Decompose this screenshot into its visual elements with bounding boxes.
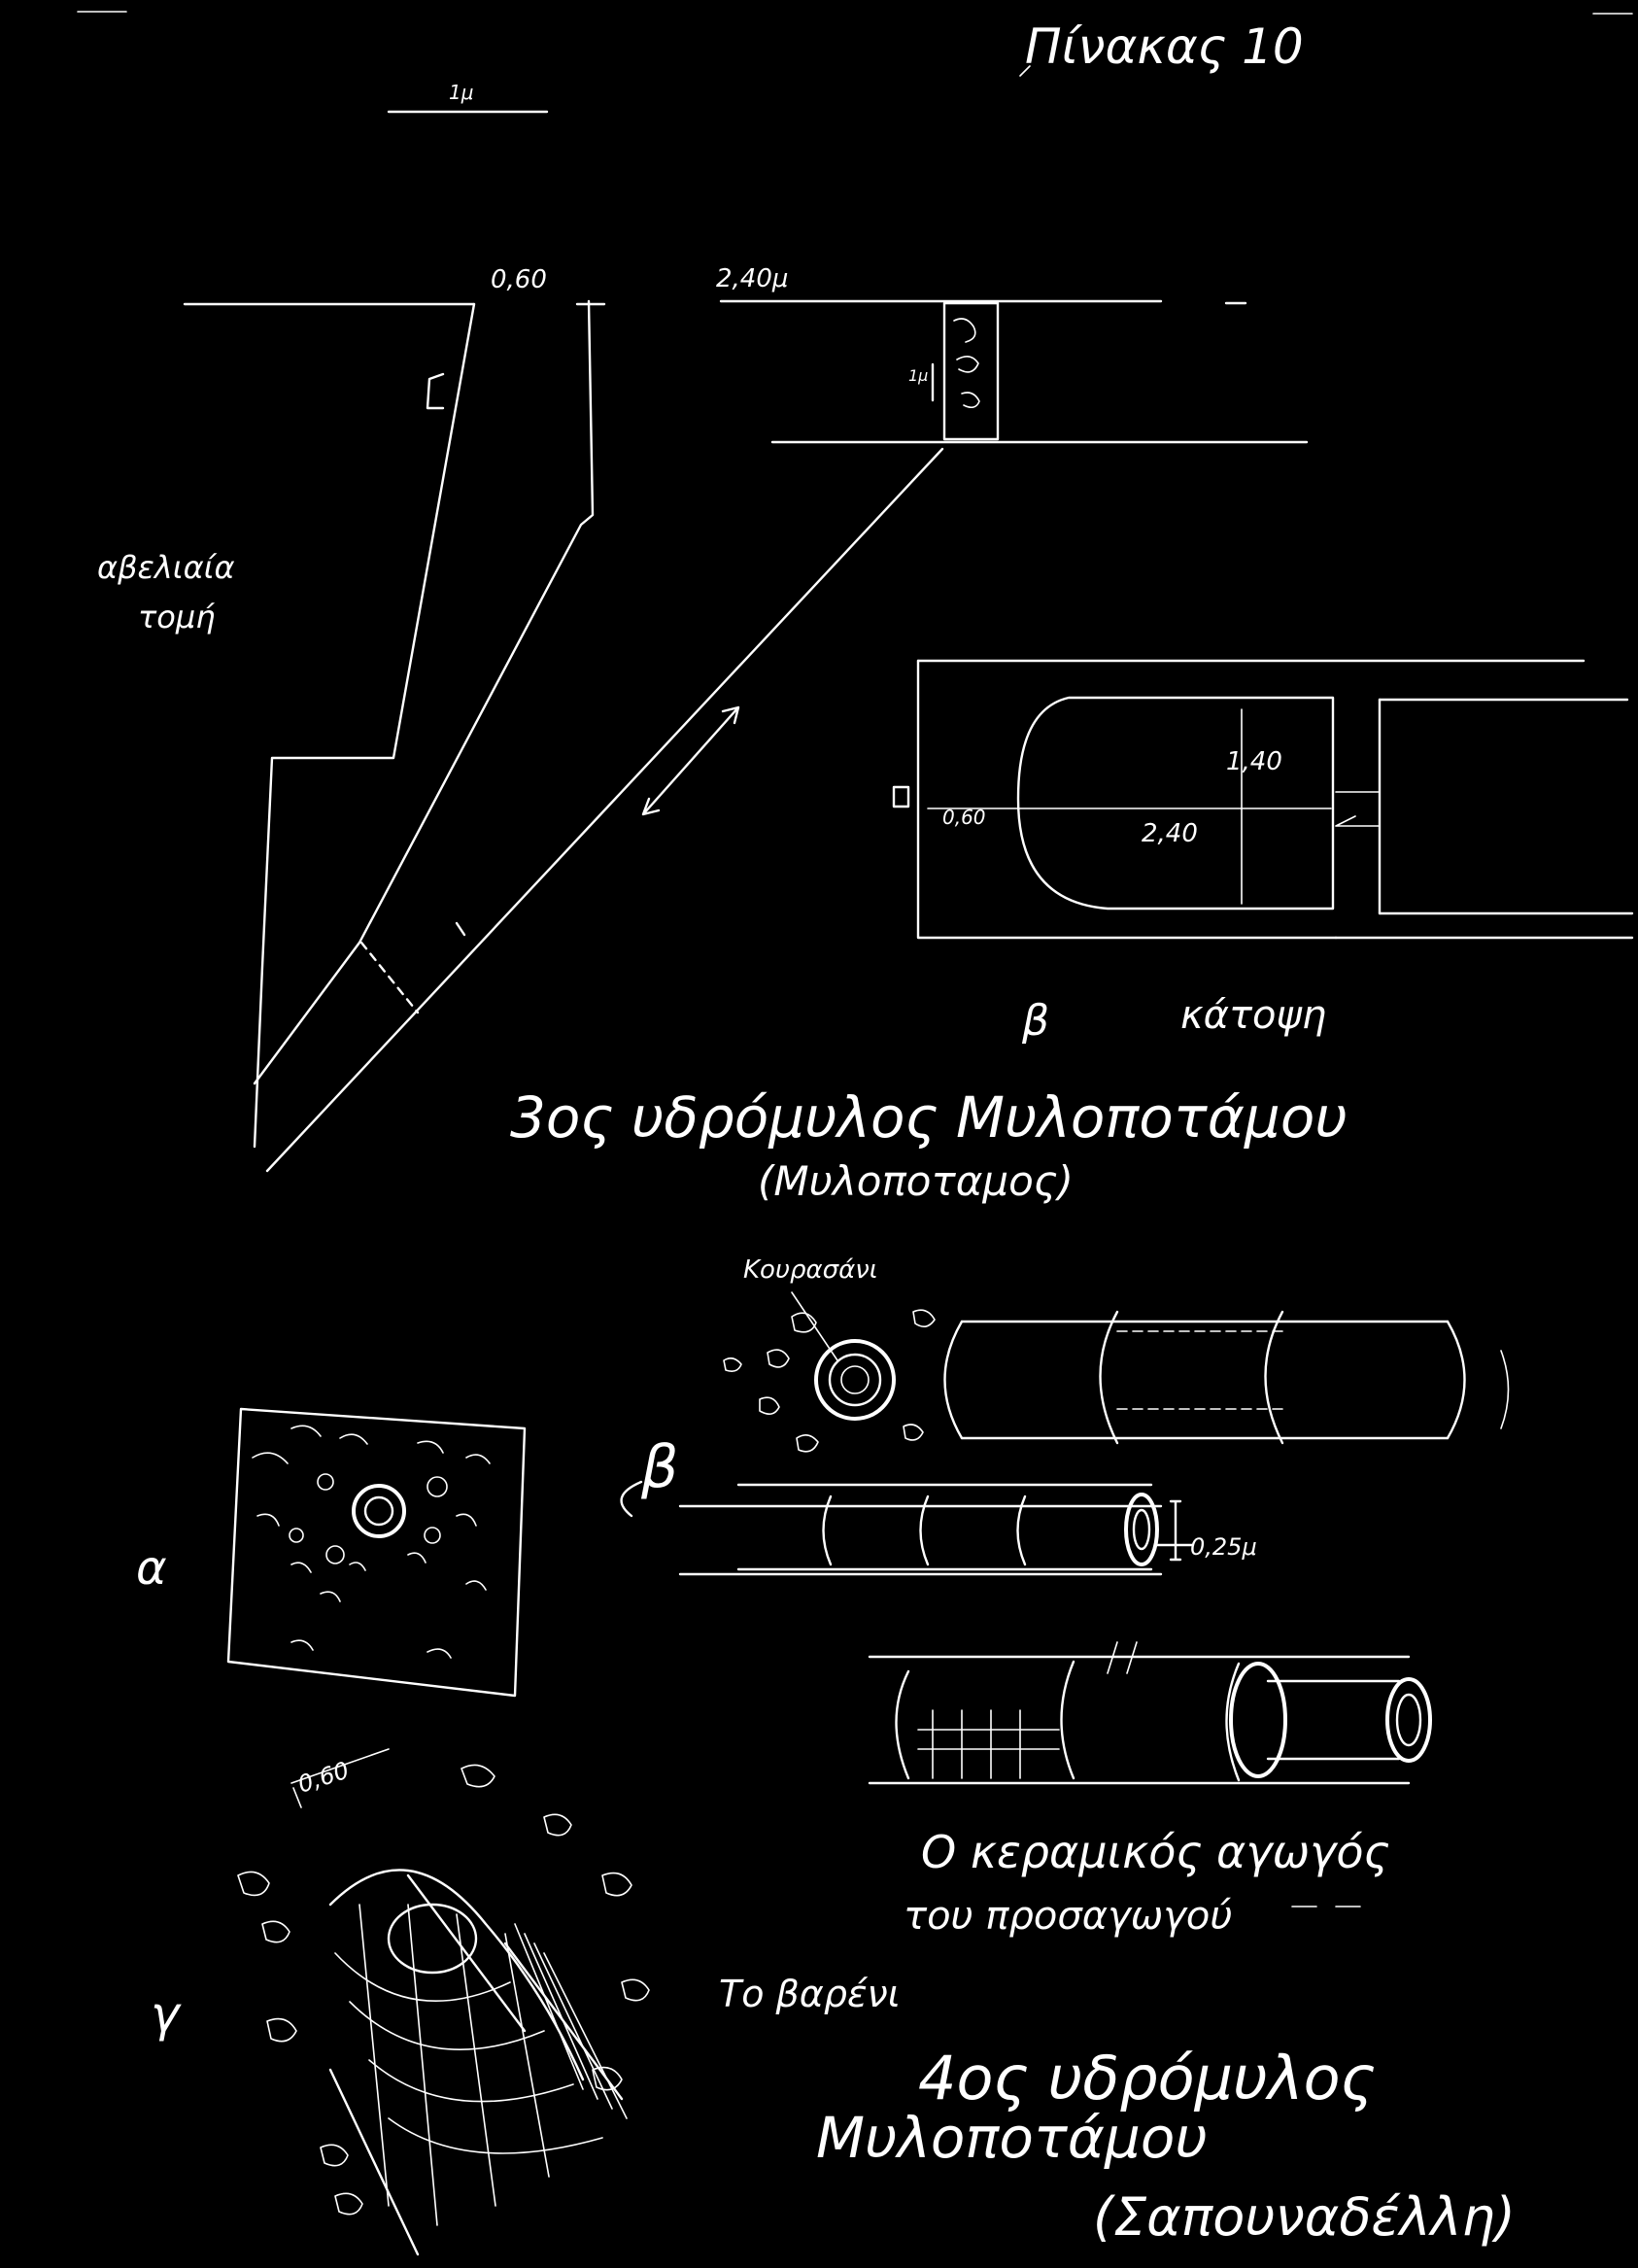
plan-dim-width: 0,60 <box>942 806 986 829</box>
pipe-bottom-marks <box>1107 1641 1138 1674</box>
plan-dim-length: 2,40 <box>1142 819 1198 848</box>
pipe-top-outline <box>960 1320 1450 1440</box>
label-detail-beta: β <box>640 1433 678 1501</box>
plan-outlet-marker <box>892 785 910 808</box>
dim-wall-thickness: 0,60 <box>491 265 547 294</box>
chamber-box <box>942 301 1000 441</box>
scale-bar-label: 1μ <box>449 81 473 104</box>
label-detail-gamma: γ <box>151 1986 182 2043</box>
caption-3rd-mill-line1: 3ος υδρόμυλος Μυλοποτάμου <box>510 1084 1348 1151</box>
plan-left-bottom <box>916 659 1338 940</box>
title-tick <box>1019 65 1031 77</box>
caption-4th-mill-prefix: Το βαρένι <box>719 1973 901 2015</box>
pipe-end-detail <box>723 1309 936 1453</box>
plan-dim-side: 1,40 <box>1226 747 1282 776</box>
dim-chute-width: 0,60 <box>294 1757 352 1799</box>
caption-pipe-line2: του προσαγωγού <box>904 1894 1233 1939</box>
longitudinal-section: 0,60 2,40μ 1μ αβελιαία τομή <box>97 264 1309 1173</box>
chute-bottom-line <box>265 447 944 1173</box>
label-detail-alpha: α <box>136 1541 167 1596</box>
gamma-hatch <box>514 1923 628 2119</box>
plan-view: 0,60 2,40 1,40 κάτοψη β <box>892 659 1634 1046</box>
plan-inlet <box>1335 791 1381 827</box>
chamber-stones <box>953 318 980 409</box>
dim-chamber-height: 1μ <box>908 366 928 385</box>
gamma-dim-line <box>290 1748 390 1808</box>
pipe-perspective-top <box>943 1310 1510 1445</box>
plan-room-lines <box>1378 698 1634 915</box>
ground-line-right <box>719 299 1247 305</box>
plan-letter: β <box>1021 996 1049 1046</box>
caption-pipe-line1: Ο κεραμικός αγωγός <box>921 1826 1389 1878</box>
section-label-line1: αβελιαία <box>97 549 235 586</box>
section-label-line2: τομή <box>138 599 215 636</box>
pipe-top-right-end <box>1446 1320 1466 1440</box>
detail-gamma <box>237 1748 650 2256</box>
dim-section-depth: 2,40μ <box>716 264 788 293</box>
pipe-top-left-end <box>943 1320 964 1440</box>
caption-4th-mill-line1: 4ος υδρόμυλος <box>918 2043 1376 2113</box>
section-mark <box>455 921 466 937</box>
caption-4th-mill-line3: (Σαπουναδέλλη) <box>1093 2186 1516 2248</box>
plan-label: κάτοψη <box>1180 993 1326 1038</box>
pipe-perspective-bottom <box>868 1641 1432 1785</box>
detail-alpha <box>226 1407 527 1698</box>
flow-arrow <box>641 705 740 816</box>
inner-wall-line <box>253 299 595 1085</box>
pipe-top-joints <box>1099 1310 1284 1445</box>
caption-3rd-mill-line2: (Μυλοποταμος) <box>758 1157 1074 1205</box>
sheet-title: Πίνακας 10 <box>1025 18 1304 75</box>
plan-chamber-outline <box>1016 696 1335 911</box>
dim-pipe-diameter: 0,25μ <box>1190 1533 1257 1561</box>
beta-flourish <box>620 1480 643 1518</box>
pipe-top-cut <box>1500 1350 1510 1429</box>
label-kourasani: Κουρασάνι <box>743 1255 878 1285</box>
outer-wall-line <box>253 302 476 1149</box>
section-notch <box>426 372 445 410</box>
section-cut-line <box>359 941 420 1014</box>
detail-beta-pipe <box>678 1483 1195 1576</box>
kourasani-stones <box>723 1309 936 1453</box>
pipe-top-hidden <box>1116 1330 1283 1410</box>
caption-4th-mill-line2: Μυλοποτάμου <box>816 2105 1208 2171</box>
